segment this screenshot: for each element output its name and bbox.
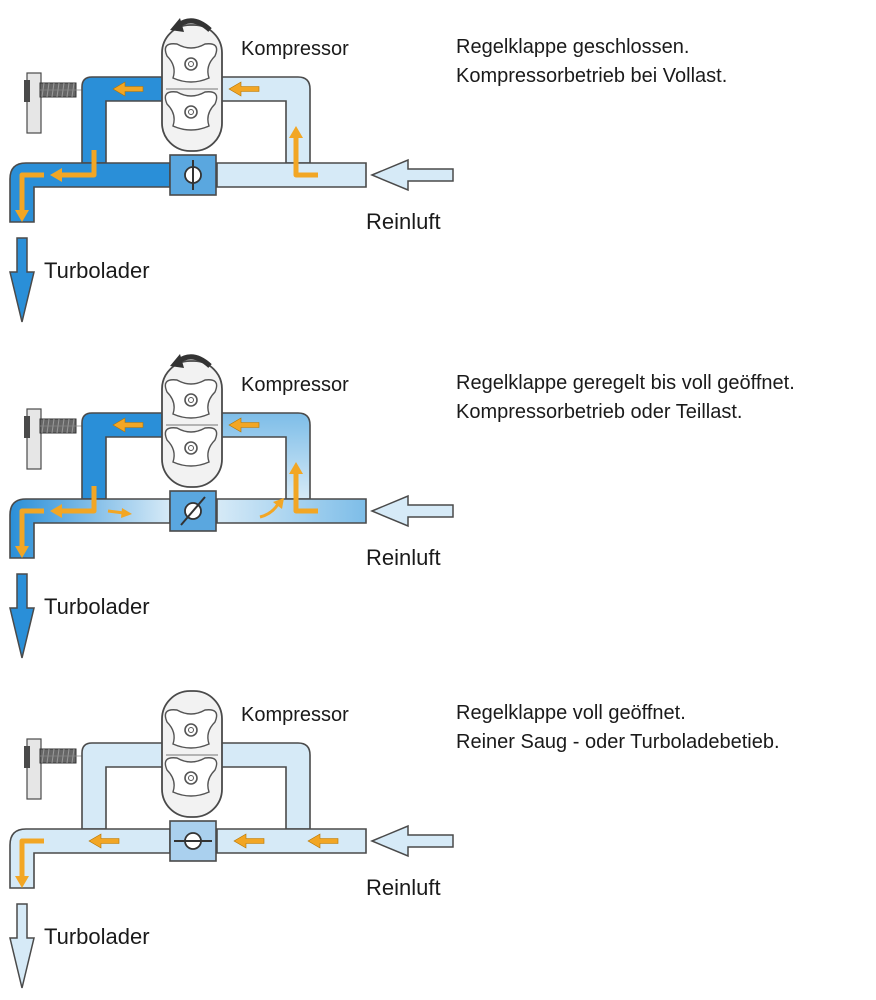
throttle-mount: [24, 408, 250, 470]
compressor: [161, 690, 223, 818]
outlet-arrow-icon: [9, 903, 35, 989]
compressor-label: Kompressor: [241, 38, 349, 60]
flow-arrow-icon: [273, 498, 284, 509]
outlet-arrow-icon: [9, 237, 35, 323]
pipe-network: [9, 742, 367, 889]
description-line-1: Regelklappe geregelt bis voll geöffnet.: [456, 372, 795, 394]
control-valve: [169, 154, 217, 196]
compressor-label: Kompressor: [241, 374, 349, 396]
control-valve: [169, 820, 217, 862]
flow-arrow-icon: [259, 503, 280, 519]
outlet-arrow-icon: [9, 573, 35, 659]
compressor: [161, 24, 223, 152]
outlet-label: Turbolader: [44, 258, 150, 283]
flow-arrow-icon: [228, 81, 260, 97]
description-line-2: Kompressorbetrieb bei Vollast.: [456, 65, 727, 87]
rotor: [164, 757, 218, 797]
pipe-main-inlet: [216, 828, 367, 854]
outlet-label: Turbolader: [44, 924, 150, 949]
compressor: [161, 360, 223, 488]
rotor: [164, 427, 218, 467]
pipe-compressor-outlet: [81, 76, 166, 164]
curved-arrow-icon: [170, 354, 212, 368]
description-line-2: Reiner Saug - oder Turboladebetieb.: [456, 731, 780, 753]
rotor: [164, 709, 218, 749]
pipe-compressor-outlet: [81, 742, 166, 830]
inlet-arrow-icon: [370, 158, 454, 192]
pipe-compressor-inlet: [214, 742, 311, 830]
inlet-label: Reinluft: [366, 875, 441, 900]
description-line-2: Kompressorbetrieb oder Teillast.: [456, 401, 742, 423]
pipe-compressor-inlet: [214, 76, 311, 164]
pipe-main-outlet: [9, 498, 171, 559]
inlet-label: Reinluft: [366, 209, 441, 234]
rotor: [164, 91, 218, 131]
pipe-main-inlet: [216, 498, 367, 524]
pipe-main-inlet: [216, 162, 367, 188]
pipe-compressor-inlet: [214, 412, 311, 500]
flow-arrow-icon: [15, 508, 44, 558]
rotor: [164, 43, 218, 83]
flow-arrow-icon: [112, 81, 144, 97]
flow-arrow-icon: [289, 126, 318, 178]
inlet-label: Reinluft: [366, 545, 441, 570]
description-line-1: Regelklappe geschlossen.: [456, 36, 690, 58]
flow-arrow-icon: [112, 417, 144, 433]
pipe-network: [9, 76, 367, 223]
pipe-main-outlet: [9, 162, 171, 223]
inlet-arrow-icon: [370, 494, 454, 528]
inlet-arrow-icon: [370, 824, 454, 858]
pipe-compressor-outlet: [81, 412, 166, 500]
flow-arrow-icon: [88, 833, 120, 849]
compressor-label: Kompressor: [241, 704, 349, 726]
outlet-label: Turbolader: [44, 594, 150, 619]
flow-arrow-icon: [233, 833, 265, 849]
flow-arrow-icon: [50, 150, 97, 182]
flow-arrow-icon: [307, 833, 339, 849]
curved-arrow-icon: [170, 18, 212, 32]
pipe-main-outlet: [9, 828, 171, 889]
flow-arrow-icon: [121, 508, 132, 518]
flow-arrow-icon: [228, 417, 260, 433]
rotor: [164, 379, 218, 419]
flow-arrow-icon: [289, 462, 318, 514]
description-line-1: Regelklappe voll geöffnet.: [456, 702, 686, 724]
control-valve: [169, 490, 217, 532]
flow-arrow-icon: [15, 172, 44, 222]
flow-arrow-icon: [15, 838, 44, 888]
flow-arrow-icon: [50, 486, 97, 518]
throttle-mount: [24, 738, 250, 800]
flow-arrow-icon: [107, 509, 125, 515]
